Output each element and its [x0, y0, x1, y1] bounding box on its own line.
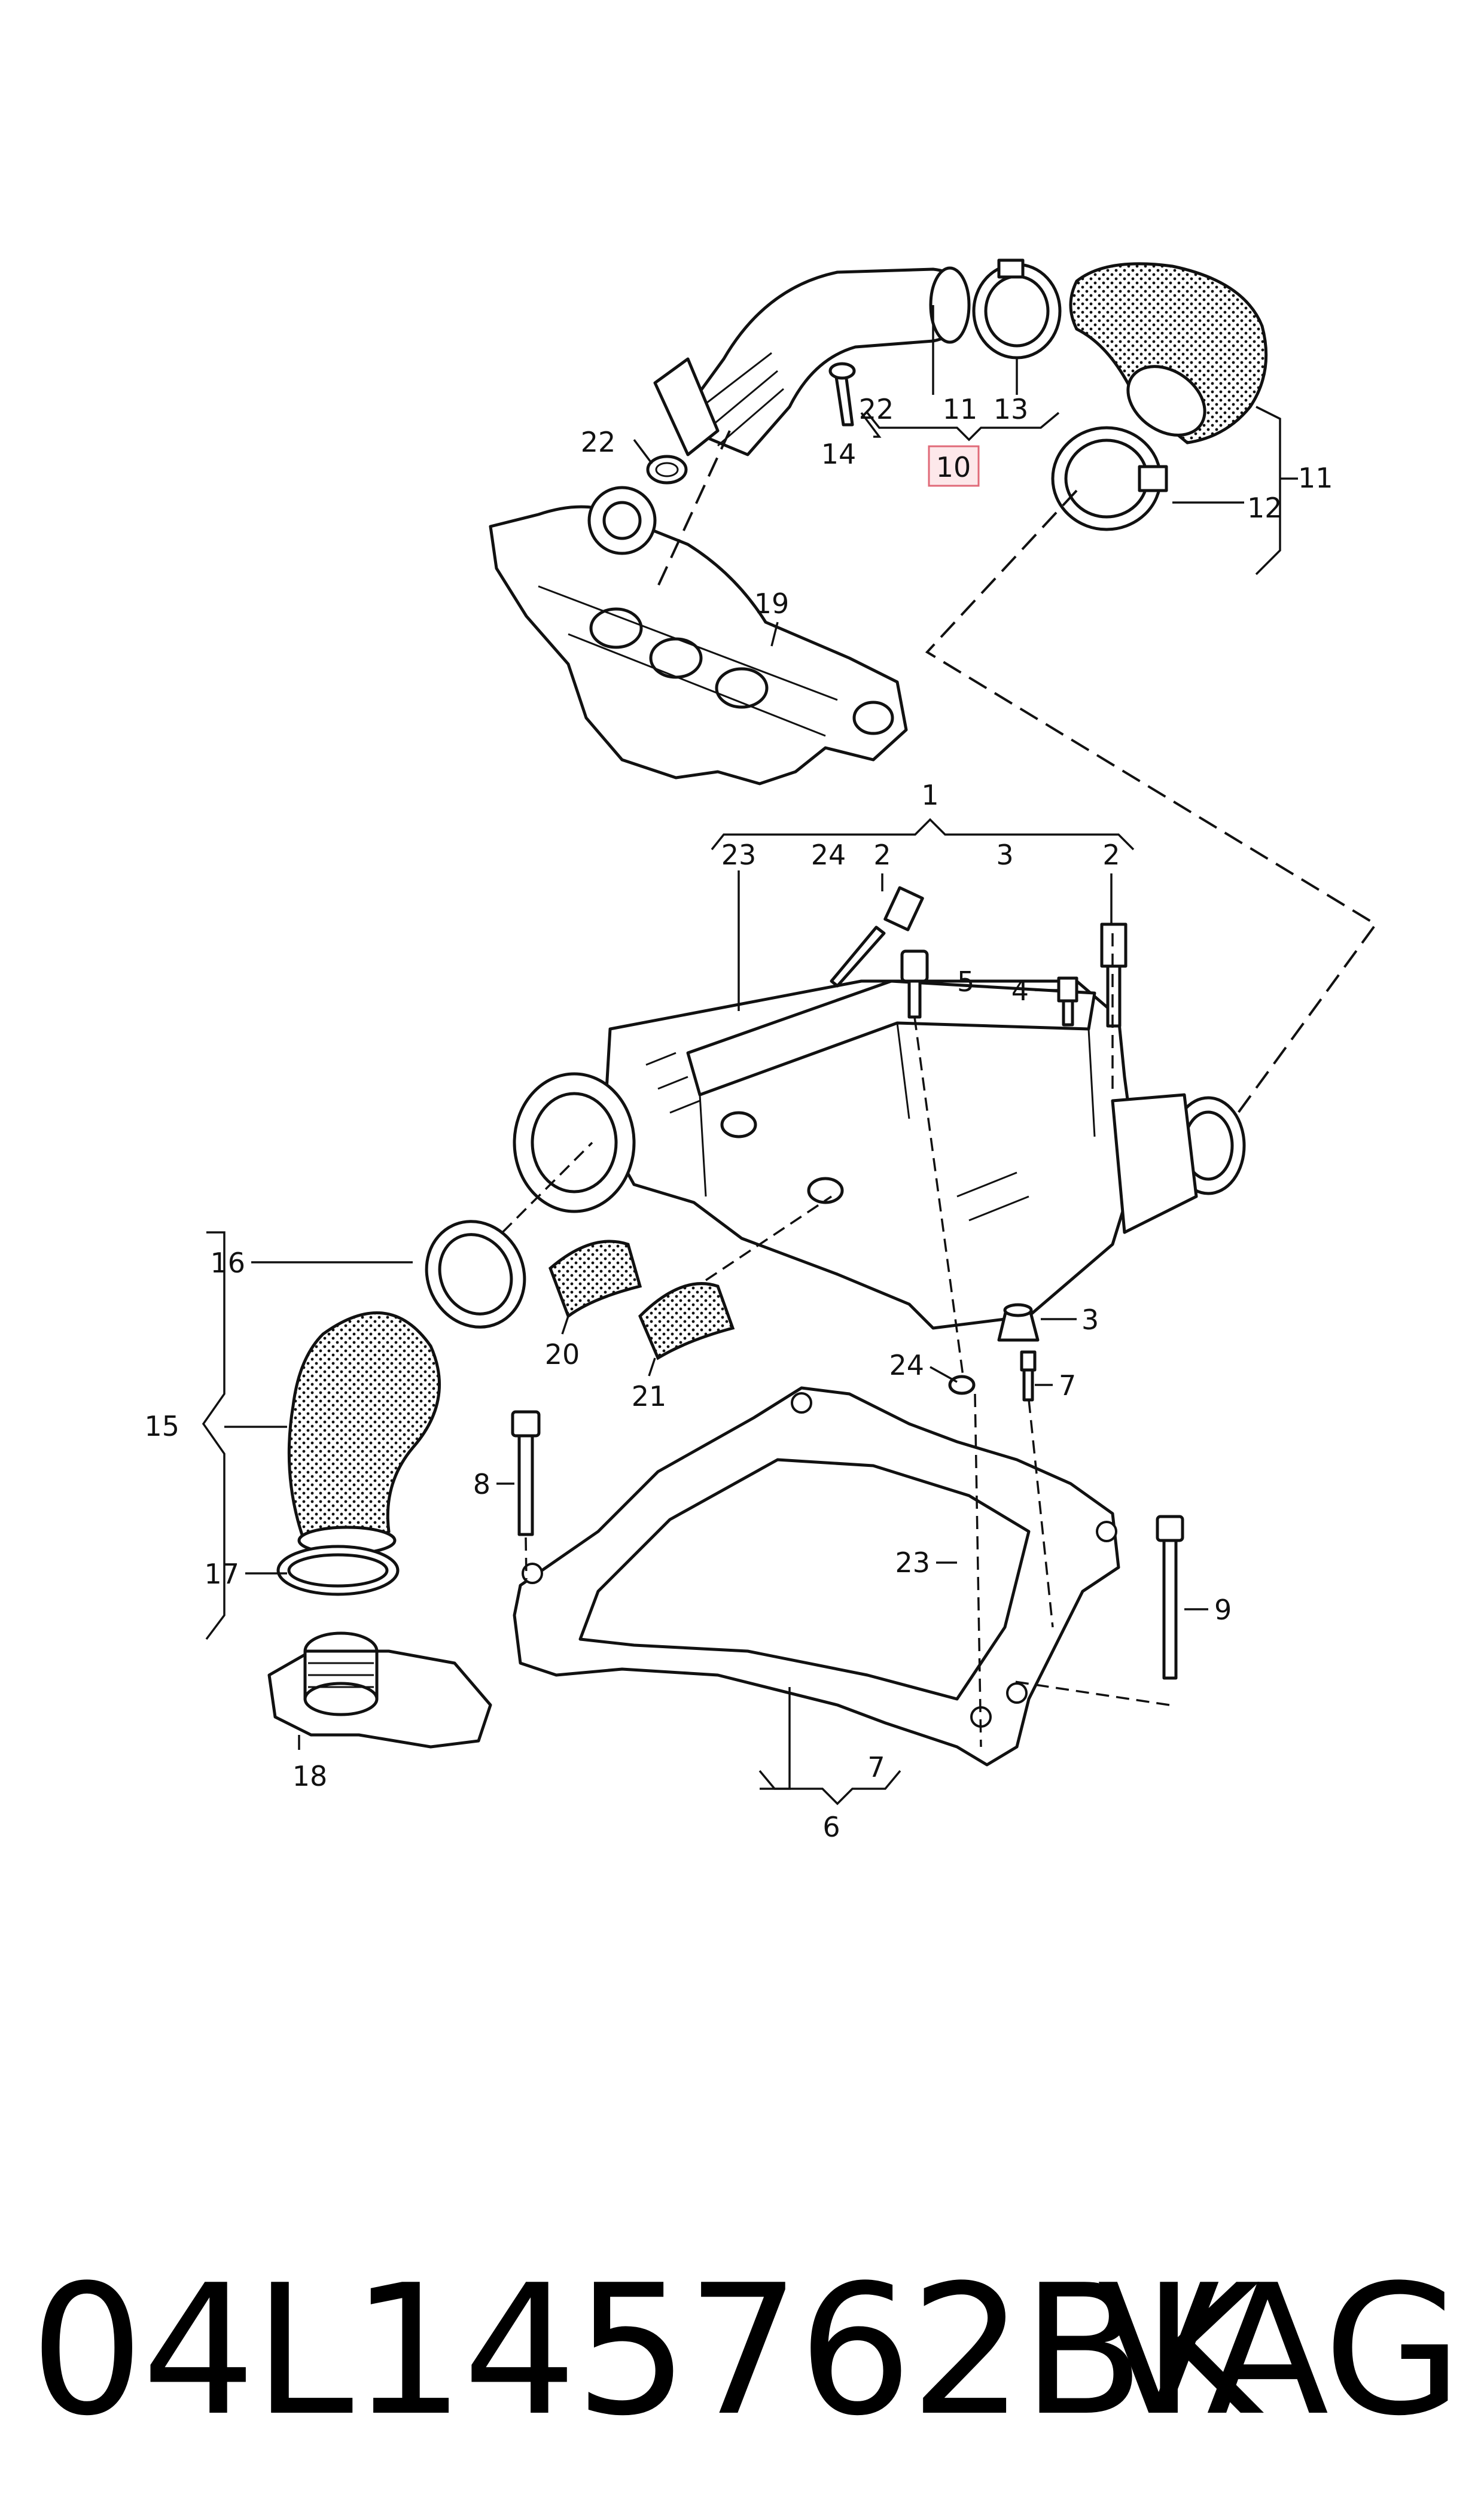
connector-21	[638, 1282, 735, 1360]
bolt-5	[900, 949, 929, 1019]
dashed-path-screw-7	[1028, 1399, 1054, 1628]
callout-22-a: 22	[859, 393, 894, 425]
hose-clamp-13	[972, 258, 1062, 360]
throttle-valve-18	[267, 1631, 492, 1749]
bolt-8	[511, 1410, 541, 1536]
callout-23-a: 23	[721, 839, 757, 871]
callout-4: 4	[1011, 975, 1029, 1007]
dashed-path-plug-23	[974, 1393, 982, 1747]
brand-label: VAG	[1097, 2246, 1462, 2455]
hose-clamp-12	[1051, 426, 1168, 531]
dashed-path-bolt-9	[1010, 1680, 1170, 1706]
callout-1: 1	[921, 779, 938, 811]
callout-10: 10	[936, 451, 971, 483]
leader-lines	[202, 305, 1298, 1805]
callout-3-a: 3	[996, 839, 1013, 871]
hose-clamp-16	[425, 1220, 526, 1329]
connector-20	[548, 1240, 642, 1319]
exploded-parts-diagram: 22 11 13 10 22 14 11 12 19 1 23 24 2 3 2…	[144, 258, 1378, 1843]
callout-18: 18	[292, 1760, 328, 1792]
hose-15	[287, 1311, 441, 1555]
callout-20: 20	[545, 1338, 580, 1371]
hose-11	[1069, 262, 1268, 444]
callout-12: 12	[1247, 492, 1282, 524]
charge-air-pipe	[653, 266, 971, 456]
screw-7-right	[1020, 1350, 1037, 1402]
bracket-6	[513, 1386, 1120, 1767]
callout-11-a: 11	[943, 393, 978, 425]
callout-13: 13	[994, 393, 1029, 425]
callout-10-highlight	[928, 445, 980, 487]
dashed-path-connector-21	[705, 1195, 832, 1281]
callout-3-b: 3	[1081, 1304, 1099, 1336]
callout-5: 5	[957, 966, 974, 998]
bolt-14	[828, 362, 856, 427]
hose-clamp-17	[276, 1545, 400, 1596]
plug-3-right	[997, 1303, 1040, 1342]
bolt-9	[1156, 1515, 1184, 1680]
callout-2-a: 2	[873, 839, 891, 871]
callout-16: 16	[210, 1247, 245, 1279]
callout-23-b: 23	[895, 1546, 930, 1579]
sensor-2-right	[1100, 922, 1128, 1028]
dashed-path-hose-16	[501, 1141, 593, 1234]
callout-9: 9	[1214, 1594, 1232, 1626]
callout-24-b: 24	[889, 1349, 924, 1381]
part-number: 04L145762BK	[30, 2246, 1260, 2455]
callout-7-a: 7	[1059, 1369, 1076, 1402]
callout-14: 14	[821, 438, 857, 470]
sensor-2-left	[830, 886, 924, 988]
callout-2-b: 2	[1102, 839, 1120, 871]
callout-24-a: 24	[811, 839, 846, 871]
o-ring-22	[646, 455, 688, 485]
callout-15: 15	[144, 1410, 179, 1442]
dashed-path-clamp-to-intercooler	[925, 489, 1378, 1114]
callout-21: 21	[632, 1380, 667, 1412]
callout-22-b: 22	[581, 426, 616, 458]
callout-7-b: 7	[867, 1751, 885, 1783]
callout-17: 17	[204, 1558, 239, 1590]
turbocharger-19	[489, 486, 908, 785]
intercooler-1	[513, 979, 1246, 1330]
callout-11-b: 11	[1298, 462, 1333, 494]
callout-8: 8	[473, 1468, 490, 1500]
callout-6: 6	[822, 1811, 840, 1843]
callout-19: 19	[754, 587, 790, 620]
